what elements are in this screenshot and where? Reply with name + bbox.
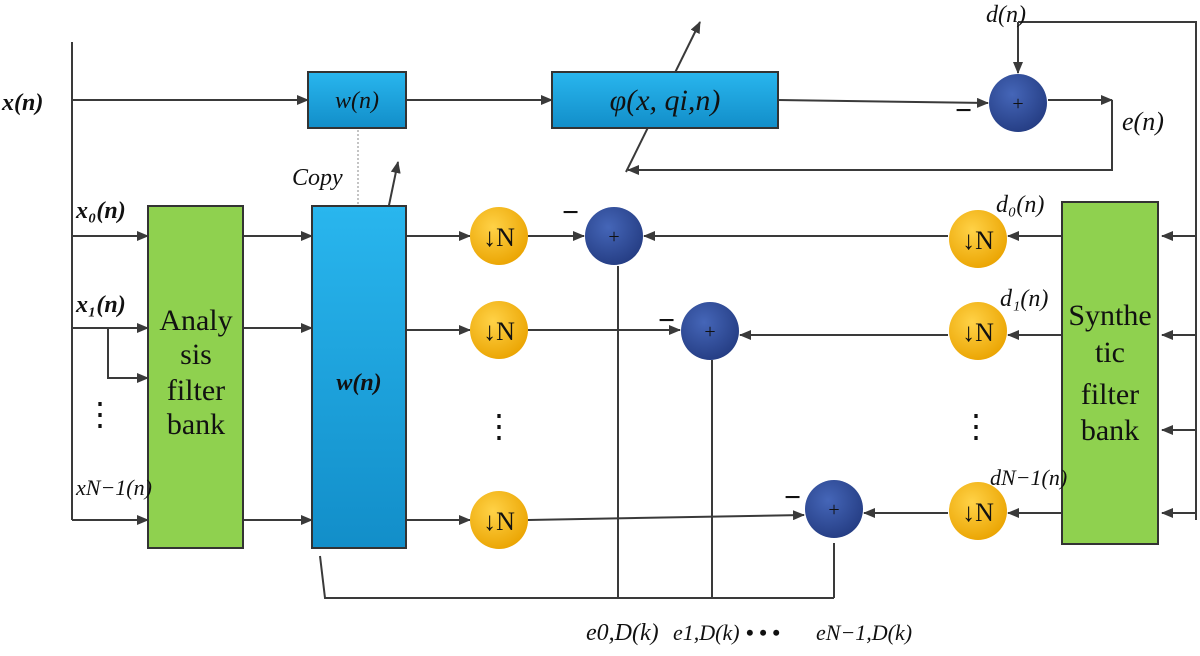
decimator-left-0: ↓N xyxy=(470,207,528,265)
w-filter-bank-label: w(n) xyxy=(336,370,381,396)
decimator-label: ↓N xyxy=(962,226,994,255)
phi-label: φ(x, qi,n) xyxy=(610,84,721,117)
signal-x0-n: x₀(n) xyxy=(75,198,126,224)
decimator-label: ↓N xyxy=(483,223,515,252)
wires xyxy=(71,21,1197,599)
analysis-bank-line-2: sis xyxy=(180,338,212,371)
signal-e-n: e(n) xyxy=(1122,107,1164,136)
analysis-bank-line-4: bank xyxy=(167,408,225,441)
synthetic-bank-line-1: Synthe xyxy=(1068,299,1151,332)
signal-x1-n: x₁(n) xyxy=(75,292,126,318)
signal-d1-n: d₁(n) xyxy=(1000,286,1048,312)
decimator-label: ↓N xyxy=(962,318,994,347)
synthetic-bank-line-2: tic xyxy=(1095,336,1125,369)
decimator-right-0: ↓N xyxy=(949,210,1007,268)
signal-dN1-n: dN−1(n) xyxy=(990,465,1067,490)
vdots-decimators: ⋮ xyxy=(483,408,515,444)
decimator-left-1: ↓N xyxy=(470,301,528,359)
synthetic-bank-line-4: bank xyxy=(1081,414,1139,447)
decimator-right-1: ↓N xyxy=(949,302,1007,360)
minus-sign-n: − xyxy=(784,481,801,514)
minus-sign-top: − xyxy=(955,94,972,127)
error-e0: e0,D(k) xyxy=(586,620,659,646)
signal-d-n: d(n) xyxy=(986,2,1026,28)
minus-sign-0: − xyxy=(562,196,579,229)
signal-x-n: x(n) xyxy=(1,90,43,116)
w-filter-bank: w(n) xyxy=(311,205,407,549)
error-e1: e1,D(k) xyxy=(673,620,740,645)
adder-n: + xyxy=(805,480,863,538)
adder-0: + xyxy=(585,207,643,265)
decimator-label: ↓N xyxy=(962,498,994,527)
adder-plus: + xyxy=(608,226,619,248)
decimator-label: ↓N xyxy=(483,507,515,536)
vdots-right: ⋮ xyxy=(960,408,992,444)
minus-sign-1: − xyxy=(658,304,675,337)
adder-top: + xyxy=(989,74,1047,132)
adder-plus: + xyxy=(1012,93,1023,115)
w-filter-top-label: w(n) xyxy=(335,88,379,114)
adder-plus: + xyxy=(828,499,839,521)
synthetic-filter-bank: Synthe tic filter bank xyxy=(1061,201,1159,545)
adder-1: + xyxy=(681,302,739,360)
signal-xN1-n: xN−1(n) xyxy=(75,475,152,500)
analysis-bank-line-3: filter xyxy=(167,374,225,407)
decimator-right-n: ↓N xyxy=(949,482,1007,540)
analysis-bank-line-1: Analy xyxy=(159,304,232,337)
decimator-label: ↓N xyxy=(483,317,515,346)
vdots-input: ⋮ xyxy=(84,396,116,432)
decimator-left-n: ↓N xyxy=(470,491,528,549)
error-dots: • • • xyxy=(746,620,780,645)
adder-plus: + xyxy=(704,321,715,343)
analysis-filter-bank: Analy sis filter bank xyxy=(147,205,244,549)
error-eN1: eN−1,D(k) xyxy=(816,620,912,645)
copy-label: Copy xyxy=(292,165,343,191)
signal-d0-n: d₀(n) xyxy=(996,192,1044,218)
nonlinear-filter-phi: φ(x, qi,n) xyxy=(551,71,779,129)
w-filter-top: w(n) xyxy=(307,71,407,129)
synthetic-bank-line-3: filter xyxy=(1081,378,1139,411)
